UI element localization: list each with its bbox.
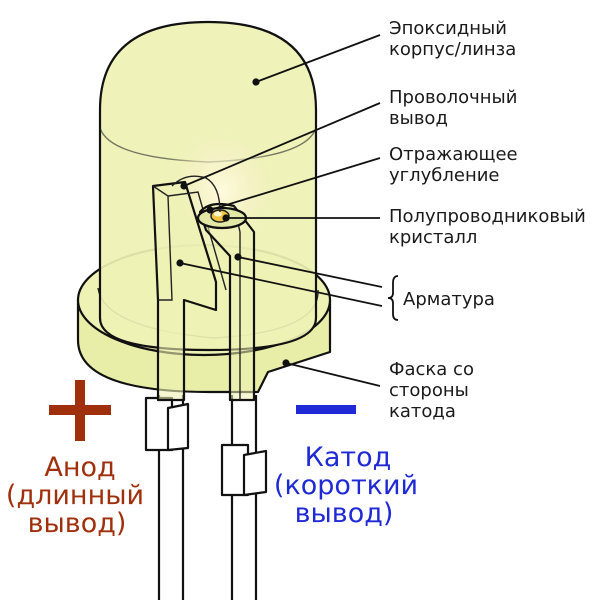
cathode-line2: (короткий bbox=[274, 470, 418, 501]
plus-sign bbox=[49, 380, 111, 441]
label-epoxy-line2: корпус/линза bbox=[389, 39, 516, 60]
leader-lines bbox=[176, 34, 399, 387]
label-cup-line2: углубление bbox=[389, 165, 500, 186]
label-chip-line2: кристалл bbox=[389, 227, 477, 248]
label-chip-line1: Полупроводниковый bbox=[389, 206, 586, 227]
anode-line2: (длинный bbox=[6, 480, 144, 511]
label-frame: Арматура bbox=[403, 289, 495, 310]
label-epoxy-line1: Эпоксидный bbox=[389, 18, 507, 39]
label-flat-line3: катода bbox=[389, 401, 456, 422]
frame-brace bbox=[387, 275, 399, 321]
anode-line1: Анод bbox=[44, 452, 115, 483]
label-cup-line1: Отражающее bbox=[389, 144, 518, 165]
label-wire-line2: вывод bbox=[389, 108, 448, 129]
anode-lead-frame bbox=[151, 180, 227, 402]
cathode-line3: вывод) bbox=[295, 498, 394, 529]
anode-line3: вывод) bbox=[28, 508, 127, 539]
bond-wire bbox=[171, 175, 221, 213]
cathode-line1: Катод bbox=[305, 442, 392, 473]
label-wire-line1: Проволочный bbox=[389, 87, 517, 108]
minus-sign bbox=[296, 405, 356, 414]
label-flat-line2: стороны bbox=[389, 380, 469, 401]
cathode-leg bbox=[220, 395, 268, 600]
anode-leg bbox=[144, 395, 190, 600]
label-flat-line1: Фаска со bbox=[389, 359, 474, 380]
